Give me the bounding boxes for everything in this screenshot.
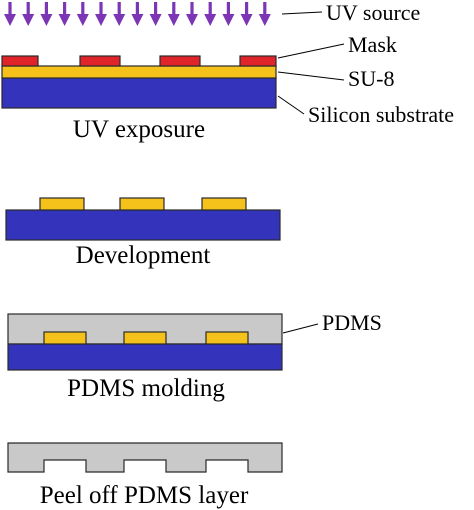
uv-arrow	[186, 2, 198, 26]
step-label-peel-off: Peel off PDMS layer	[40, 482, 249, 509]
step-label-development: Development	[76, 242, 211, 269]
uv-arrow	[167, 2, 180, 26]
uv-arrow	[4, 2, 16, 26]
peeled-pdms-layer	[7, 442, 283, 473]
uv-source-label: UV source	[326, 0, 420, 25]
su8-feature	[123, 331, 167, 345]
pdms-molding-stack	[7, 313, 283, 371]
uv-arrow	[95, 2, 107, 26]
pdms-label: PDMS	[322, 310, 382, 335]
uv-arrow	[40, 2, 53, 26]
uv-arrow	[58, 2, 71, 26]
su8-label: SU-8	[348, 66, 394, 91]
su8-leader	[277, 71, 345, 81]
su8-feature	[39, 197, 85, 211]
uv-arrow	[222, 2, 235, 26]
uv-arrow	[258, 2, 271, 26]
mask-label: Mask	[348, 32, 397, 57]
silicon-leader	[277, 95, 305, 115]
mask-block	[239, 55, 277, 67]
pdms-leader	[282, 323, 319, 334]
mask-block	[79, 55, 121, 67]
uv-source-leader	[281, 11, 323, 15]
uv-arrow	[76, 2, 89, 26]
mask-block	[159, 55, 201, 67]
silicon-substrate-layer	[1, 77, 277, 109]
silicon-substrate-layer	[7, 343, 283, 371]
development-stack	[5, 197, 281, 241]
silicon-substrate-label: Silicon substrate	[308, 102, 454, 127]
uv-arrow	[131, 2, 144, 26]
mask-block	[1, 55, 39, 67]
su8-feature	[205, 331, 249, 345]
uv-exposure-stack	[1, 55, 277, 109]
su8-layer	[1, 65, 277, 79]
uv-arrows	[4, 2, 271, 26]
step-label-uv-exposure: UV exposure	[73, 116, 205, 143]
leader-lines	[277, 11, 345, 334]
step-label-pdms-molding: PDMS molding	[67, 375, 225, 402]
uv-arrow	[204, 2, 217, 26]
uv-arrow	[240, 2, 253, 26]
su8-feature	[201, 197, 247, 211]
su8-feature	[119, 197, 165, 211]
uv-arrow	[149, 2, 162, 26]
uv-arrow	[22, 2, 35, 26]
su8-feature	[43, 331, 87, 345]
uv-arrow	[113, 2, 126, 26]
silicon-substrate-layer	[5, 209, 281, 241]
mask-leader	[277, 43, 345, 59]
